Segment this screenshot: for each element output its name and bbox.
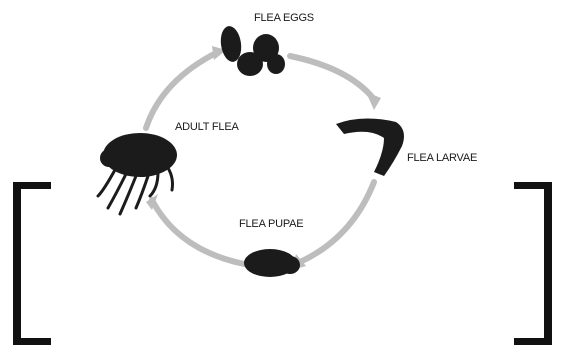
flea-pupae-icon xyxy=(244,249,300,277)
right-bracket xyxy=(514,182,552,345)
label-adult-flea: ADULT FLEA xyxy=(175,121,239,133)
arc-larvae-to-pupae xyxy=(300,182,374,262)
arc-eggs-to-larvae xyxy=(290,56,373,98)
label-flea-pupae: FLEA PUPAE xyxy=(239,218,303,230)
cycle-arrows xyxy=(146,52,374,264)
flea-larvae-icon xyxy=(336,118,404,176)
arc-adult-to-eggs xyxy=(146,52,218,128)
adult-flea-icon xyxy=(98,133,177,214)
arc-pupae-to-adult xyxy=(152,200,244,264)
left-bracket xyxy=(13,182,51,345)
label-flea-larvae: FLEA LARVAE xyxy=(407,152,477,164)
label-flea-eggs: FLEA EGGS xyxy=(254,12,314,24)
flea-eggs-icon xyxy=(219,25,285,76)
